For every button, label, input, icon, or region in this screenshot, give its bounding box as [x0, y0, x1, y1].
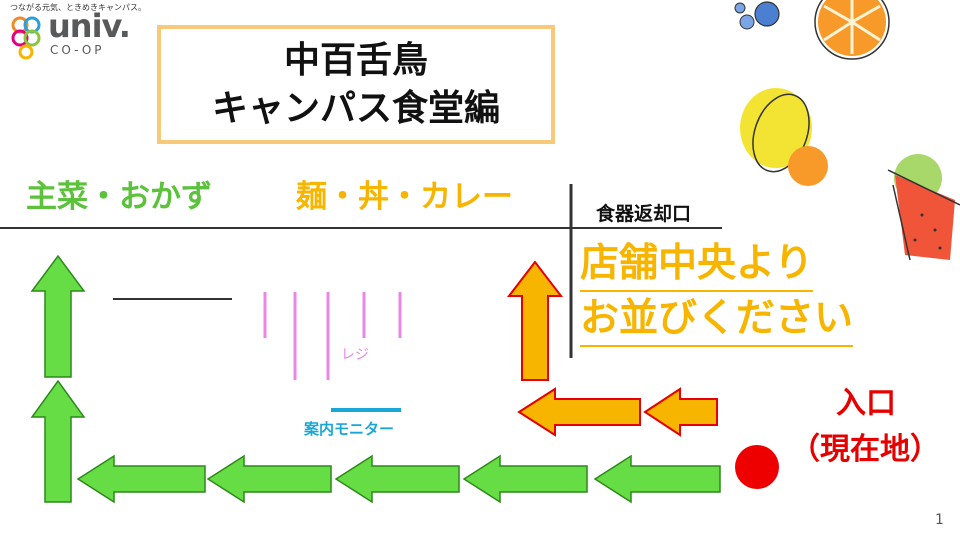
entrance-label: 入口 [836, 386, 896, 421]
title-line-2: キャンパス食堂編 [211, 87, 500, 129]
title-box: 中百舌鳥 キャンパス食堂編 [157, 25, 555, 144]
register-lines [263, 292, 402, 380]
green-up-arrow-top [30, 254, 86, 378]
section-noodles-bowls-curry: 麺・丼・カレー [296, 179, 513, 215]
green-left-arrow-1 [76, 454, 206, 504]
orange-left-arrow-2 [643, 387, 718, 437]
dish-return-label: 食器返却口 [596, 203, 692, 225]
title-line-1: 中百舌鳥 [283, 39, 428, 81]
queue-notice-line-2: お並びください [580, 295, 854, 347]
orange-up-arrow [506, 260, 564, 381]
current-location-label: （現在地） [790, 432, 940, 467]
green-left-arrow-2 [206, 454, 332, 504]
green-up-arrow-bottom [30, 379, 86, 503]
logo-brand: univ. [48, 7, 131, 45]
orange-left-arrow-1 [517, 387, 641, 437]
register-label: レジ [341, 347, 369, 363]
section-main-dishes: 主菜・おかず [26, 179, 212, 215]
queue-notice-line-1: 店舗中央より [580, 240, 814, 292]
logo-tagline: つながる元気、ときめきキャンパス。 [10, 3, 146, 12]
current-location-dot [735, 445, 779, 489]
monitor-label: 案内モニター [304, 420, 395, 438]
green-left-arrow-4 [462, 454, 588, 504]
page-number: 1 [935, 512, 944, 528]
green-left-arrow-3 [334, 454, 460, 504]
logo-sub: CO-OP [50, 43, 105, 57]
green-left-arrow-5 [593, 454, 721, 504]
